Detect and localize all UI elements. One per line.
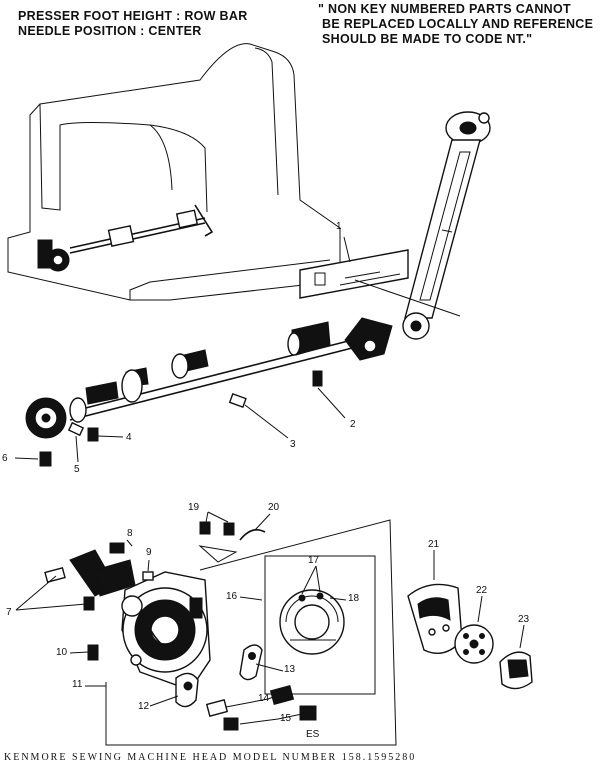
label-plate-part-1 xyxy=(299,236,461,317)
set-screw-2 xyxy=(312,370,323,387)
callout-17: 17 xyxy=(308,555,320,566)
screw-part-19 xyxy=(199,521,211,535)
set-screw-5 xyxy=(67,421,85,437)
upper-small-screws xyxy=(39,370,323,467)
hook-drive-assembly xyxy=(69,549,211,691)
set-screw-4 xyxy=(87,427,99,442)
callout-7: 7 xyxy=(6,607,12,618)
parts-note-line1: " NON KEY NUMBERED PARTS CANNOT xyxy=(318,2,571,16)
callout-8: 8 xyxy=(127,528,133,539)
connecting-rod xyxy=(402,111,491,340)
hook-part-21 xyxy=(407,583,463,654)
callout-21: 21 xyxy=(428,539,440,550)
screw-part-14b xyxy=(205,699,229,717)
internal-shaft-preview xyxy=(37,204,214,272)
parts-note-line2: BE REPLACED LOCALLY AND REFERENCE xyxy=(322,17,594,31)
screw-part-19b xyxy=(223,522,235,536)
callout-13: 13 xyxy=(284,664,296,675)
callout-23: 23 xyxy=(518,614,530,625)
callout-5: 5 xyxy=(74,464,80,475)
callout-12: 12 xyxy=(138,701,150,712)
screw-part-7b xyxy=(83,596,95,611)
lever-part-13 xyxy=(239,644,263,681)
needle-position-note: NEEDLE POSITION : CENTER xyxy=(18,24,202,38)
callout-14: 14 xyxy=(258,693,270,704)
screw-part-9 xyxy=(142,571,154,581)
spring-part-20 xyxy=(239,529,266,541)
inset-mark: ES xyxy=(306,729,320,740)
inset-part-16 xyxy=(264,555,376,695)
callout-3: 3 xyxy=(290,439,296,450)
presser-foot-height-note: PRESSER FOOT HEIGHT : ROW BAR xyxy=(18,9,248,23)
callout-22: 22 xyxy=(476,585,488,596)
callout-2: 2 xyxy=(350,419,356,430)
model-footer: KENMORE SEWING MACHINE HEAD MODEL NUMBER… xyxy=(4,752,417,763)
screw-part-15b xyxy=(223,717,239,731)
screw-part-8 xyxy=(109,542,125,554)
callout-1: 1 xyxy=(336,221,342,232)
lower-leaders xyxy=(15,511,525,725)
lever-parts xyxy=(175,644,317,731)
callout-18: 18 xyxy=(348,593,360,604)
callout-11: 11 xyxy=(72,679,83,690)
parts-note-line3: SHOULD BE MADE TO CODE NT." xyxy=(322,32,533,46)
callout-20: 20 xyxy=(268,502,280,513)
callout-15: 15 xyxy=(280,713,292,724)
upper-leaders xyxy=(14,387,346,463)
callout-16: 16 xyxy=(226,591,238,602)
set-screw-3 xyxy=(228,392,247,408)
callout-19: 19 xyxy=(188,502,200,513)
screw-part-10 xyxy=(87,644,99,661)
machine-head-outline xyxy=(7,43,341,301)
set-screw-6 xyxy=(39,451,52,467)
screw-part-7a xyxy=(44,566,66,584)
right-side-parts xyxy=(407,583,533,690)
bracket-part-11 xyxy=(105,519,397,746)
callout-4: 4 xyxy=(126,432,132,443)
callout-9: 9 xyxy=(146,547,152,558)
callout-6: 6 xyxy=(2,453,8,464)
callout-10: 10 xyxy=(56,647,68,658)
screw-part-15a xyxy=(299,705,317,721)
screw-part-14a xyxy=(269,685,295,705)
arm-shaft xyxy=(25,317,393,439)
lower-small-screws xyxy=(44,521,266,661)
